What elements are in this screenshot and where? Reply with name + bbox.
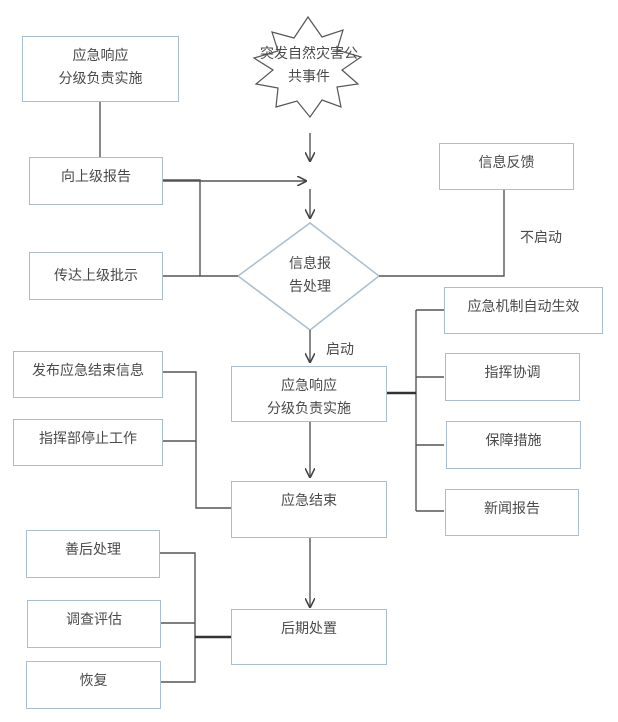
node-info-feedback: 信息反馈 xyxy=(439,143,574,190)
node-text: 后期处置 xyxy=(281,621,337,637)
decision-line-2: 告处理 xyxy=(289,279,331,295)
node-text: 保障措施 xyxy=(485,433,542,449)
decision-line-1: 信息报 xyxy=(289,256,331,272)
node-text: 指挥协调 xyxy=(484,365,541,381)
node-auto-effect: 应急机制自动生效 xyxy=(444,287,603,334)
node-text-line: 分级负责实施 xyxy=(58,71,143,87)
node-text: 向上级报告 xyxy=(61,169,131,185)
node-top-left-response: 应急响应 分级负责实施 xyxy=(22,36,179,102)
start-event-line-2: 共事件 xyxy=(288,69,330,85)
start-event-line-1: 突发自然灾害公 xyxy=(260,46,358,62)
node-investigation: 调查评估 xyxy=(27,600,161,648)
node-text: 善后处理 xyxy=(65,542,121,558)
node-news-report: 新闻报告 xyxy=(445,489,579,536)
node-text: 发布应急结束信息 xyxy=(32,363,144,379)
connector-not-start xyxy=(379,189,505,277)
node-text-line: 分级负责实施 xyxy=(267,401,351,417)
node-text: 指挥部停止工作 xyxy=(39,431,137,447)
node-convey-instructions: 传达上级批示 xyxy=(29,252,163,300)
node-text: 信息反馈 xyxy=(478,155,535,171)
node-publish-end-info: 发布应急结束信息 xyxy=(13,351,163,398)
node-text-line: 应急响应 xyxy=(281,378,337,394)
node-aftermath: 善后处理 xyxy=(26,530,160,578)
node-emergency-end: 应急结束 xyxy=(231,481,387,538)
node-text-line: 应急响应 xyxy=(72,48,129,64)
connector-publish xyxy=(162,371,232,509)
node-text: 恢复 xyxy=(79,673,108,689)
node-post-disposal: 后期处置 xyxy=(231,609,387,665)
connector-aftermath xyxy=(160,552,196,683)
node-text: 调查评估 xyxy=(66,612,122,628)
node-text: 传达上级批示 xyxy=(54,267,138,284)
node-text: 新闻报告 xyxy=(484,501,540,517)
edge-label-start: 启动 xyxy=(326,342,354,358)
decision-text: 信息报 告处理 xyxy=(270,253,350,299)
node-recovery: 恢复 xyxy=(26,661,161,709)
node-report-up: 向上级报告 xyxy=(29,157,163,205)
start-event-text: 突发自然灾害公 共事件 xyxy=(244,43,374,89)
node-text: 应急机制自动生效 xyxy=(467,299,580,315)
edge-label-not-start: 不启动 xyxy=(520,230,562,246)
connector-report-up xyxy=(162,179,238,277)
node-safeguards: 保障措施 xyxy=(446,421,581,469)
starburst-shape xyxy=(252,15,363,118)
node-text: 应急结束 xyxy=(281,493,337,509)
node-response-main: 应急响应 分级负责实施 xyxy=(231,366,387,422)
node-hq-stop: 指挥部停止工作 xyxy=(13,419,163,466)
node-command-coord: 指挥协调 xyxy=(445,353,580,401)
